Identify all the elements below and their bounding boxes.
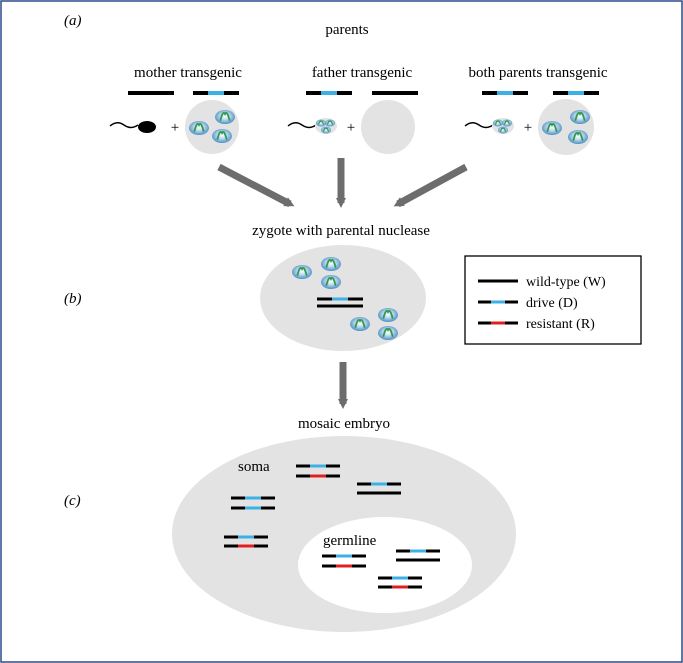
both-parents-gametes: + xyxy=(464,99,594,155)
chromosome-pair xyxy=(396,549,440,562)
nuclease-icon xyxy=(569,109,591,125)
zygote-label: zygote with parental nuclease xyxy=(252,223,430,239)
sperm-tail-icon xyxy=(109,122,139,129)
chromosome-pair xyxy=(378,576,422,589)
panel-label-a: (a) xyxy=(64,13,82,29)
plus-sign: + xyxy=(171,120,179,136)
germline-label: germline xyxy=(323,533,377,549)
nuclease-icon xyxy=(501,118,513,128)
germline-region xyxy=(298,517,472,613)
chromosome-pair xyxy=(231,496,275,510)
legend-wild-type: wild-type (W) xyxy=(478,275,606,290)
arrow-from-mother xyxy=(217,163,295,208)
mother-transgenic-label: mother transgenic xyxy=(134,65,242,81)
arrow-from-both xyxy=(393,163,468,208)
nuclease-icon xyxy=(320,256,342,272)
nuclease-icon xyxy=(214,109,236,125)
legend-resistant-label: resistant (R) xyxy=(526,317,595,332)
nuclease-icon xyxy=(497,125,509,135)
nuclease-icon xyxy=(377,307,399,323)
legend: wild-type (W) drive (D) resistant (R) xyxy=(464,255,642,345)
panel-label-c: (c) xyxy=(64,493,81,509)
egg-cell xyxy=(361,100,415,154)
plus-sign: + xyxy=(524,120,532,136)
soma-label: soma xyxy=(238,459,270,475)
father-transgenic-label: father transgenic xyxy=(312,65,413,81)
germline-chromosome-pairs xyxy=(322,549,440,589)
panel-label-b: (b) xyxy=(64,291,82,307)
both-transgenic-label: both parents transgenic xyxy=(468,65,607,81)
mosaic-embryo-label: mosaic embryo xyxy=(298,416,390,432)
nuclease-icon xyxy=(211,128,233,144)
nuclease-icon xyxy=(324,118,336,128)
chromosome-pair xyxy=(224,535,268,548)
chromosome-pair xyxy=(296,464,340,478)
legend-drive-label: drive (D) xyxy=(526,296,578,311)
nuclease-icon xyxy=(291,264,313,280)
nuclease-icon xyxy=(320,125,332,135)
nuclease-icon xyxy=(315,118,327,128)
nuclease-icon xyxy=(188,120,210,136)
nuclease-icon xyxy=(492,118,504,128)
arrows-to-zygote xyxy=(217,158,468,208)
plus-sign: + xyxy=(347,120,355,136)
chromosome-pair xyxy=(357,482,401,495)
sperm-head-icon xyxy=(138,121,156,133)
nuclease-icon xyxy=(567,129,589,145)
father-gametes: + xyxy=(287,100,415,154)
zygote-chromosome-pair xyxy=(317,297,363,308)
soma-chromosome-pairs xyxy=(224,464,401,548)
nuclease-icon xyxy=(541,120,563,136)
mother-gametes: + xyxy=(109,100,239,154)
chromosome-pair xyxy=(322,554,366,568)
nuclease-icon xyxy=(349,316,371,332)
nuclease-icon xyxy=(377,325,399,341)
sperm-tail-icon xyxy=(287,122,317,129)
legend-resistant: resistant (R) xyxy=(478,317,595,332)
sperm-tail-icon xyxy=(464,122,494,129)
legend-drive: drive (D) xyxy=(478,296,578,311)
legend-box xyxy=(464,255,642,345)
nuclease-icon xyxy=(320,274,342,290)
legend-wild-type-label: wild-type (W) xyxy=(526,275,606,290)
parents-title: parents xyxy=(325,22,368,38)
